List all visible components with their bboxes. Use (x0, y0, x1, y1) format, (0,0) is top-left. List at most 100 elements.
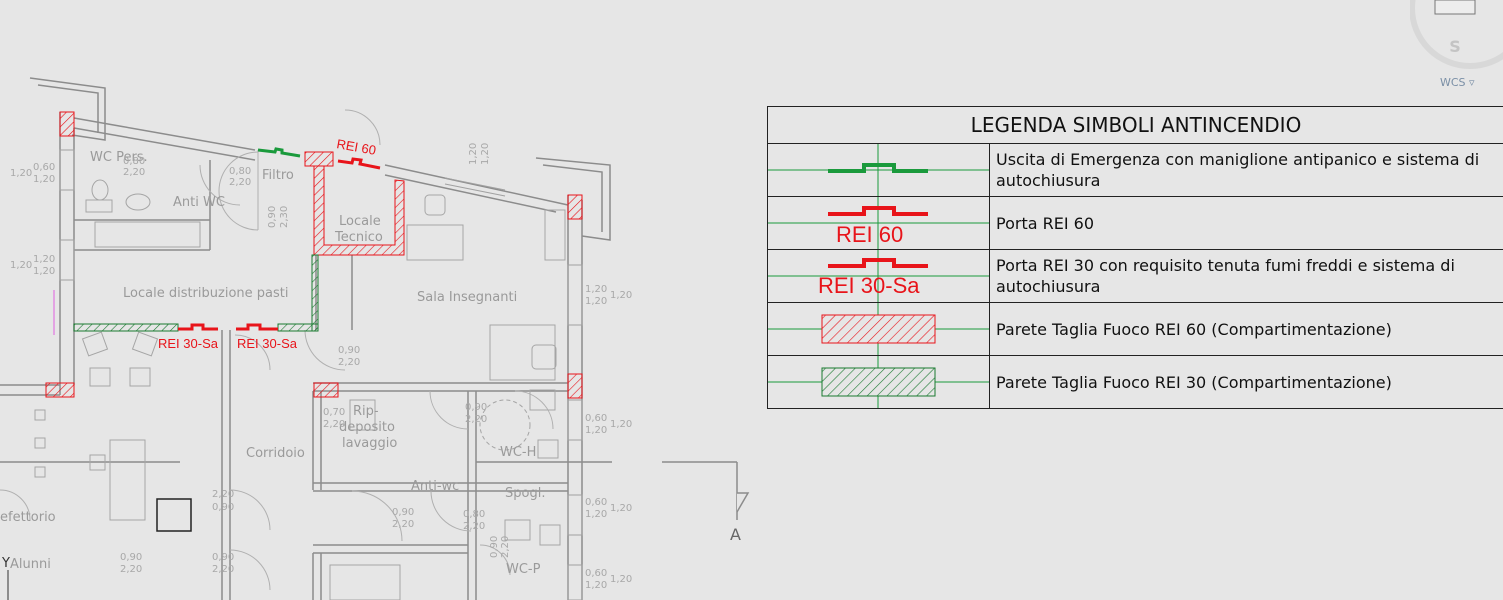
room-anti-wc-2: Anti-wc (411, 479, 459, 494)
svg-text:0,90: 0,90 (212, 502, 234, 513)
viewcube[interactable]: S (1409, 0, 1503, 100)
legend-label-rei30: REI 30-Sa (818, 273, 920, 298)
furniture (34, 179, 566, 600)
legend-desc-emergency-exit: Uscita di Emergenza con maniglione antip… (996, 150, 1480, 190)
plan-rei30-doors (178, 323, 278, 331)
svg-text:1,20: 1,20 (610, 290, 632, 301)
legend-symbol-emergency-exit (768, 144, 990, 196)
legend-label-rei60: REI 60 (836, 222, 903, 247)
svg-text:1,20: 1,20 (33, 266, 55, 277)
svg-text:2,20: 2,20 (212, 564, 234, 575)
legend-symbol-rei60-door: REI 60 (768, 197, 990, 249)
svg-text:1,20: 1,20 (468, 143, 479, 165)
room-locale-tecnico-1: Locale (339, 214, 381, 229)
svg-text:1,20: 1,20 (10, 260, 32, 271)
rei60-walls (45, 111, 583, 399)
room-sala-insegnanti: Sala Insegnanti (417, 290, 517, 305)
svg-text:2,20: 2,20 (123, 167, 145, 178)
legend-desc-rei60-wall: Parete Taglia Fuoco REI 60 (Compartiment… (996, 319, 1392, 339)
room-alunni: Alunni (10, 557, 51, 572)
svg-text:2,20: 2,20 (120, 564, 142, 575)
svg-text:1,20: 1,20 (33, 174, 55, 185)
selection-square[interactable] (156, 498, 192, 532)
svg-text:2,20: 2,20 (392, 519, 414, 530)
svg-text:0,90: 0,90 (489, 536, 500, 558)
svg-text:0,80: 0,80 (229, 166, 251, 177)
svg-text:0,60: 0,60 (33, 162, 55, 173)
room-wc-h: WC-H (500, 445, 536, 460)
legend-row-rei60-door: REI 60 Porta REI 60 (768, 197, 1503, 250)
room-spogl: Spogl. (505, 486, 545, 501)
svg-text:0,90: 0,90 (267, 206, 278, 228)
svg-text:0,90: 0,90 (212, 552, 234, 563)
dimension-labels: 0,80 2,20 0,80 2,20 0,60 1,20 1,20 1,20 … (10, 143, 632, 591)
svg-text:0,60: 0,60 (585, 413, 607, 424)
chevron-down-icon[interactable]: ▿ (1469, 76, 1475, 89)
legend-row-rei30-door: REI 30-Sa Porta REI 30 con requisito ten… (768, 250, 1503, 303)
wcs-label[interactable]: WCS (1440, 76, 1466, 89)
svg-text:2,20: 2,20 (463, 521, 485, 532)
plan-label-rei30-b: REI 30-Sa (237, 336, 298, 351)
legend-row-emergency-exit: Uscita di Emergenza con maniglione antip… (768, 144, 1503, 197)
svg-text:1,20: 1,20 (480, 143, 491, 165)
legend-row-rei60-wall: Parete Taglia Fuoco REI 60 (Compartiment… (768, 303, 1503, 356)
svg-text:1,20: 1,20 (10, 168, 32, 179)
legend-symbol-rei30-wall (768, 356, 990, 408)
room-rip-1: Rip- (353, 404, 379, 419)
svg-text:2,20: 2,20 (500, 536, 511, 558)
svg-text:2,20: 2,20 (323, 419, 345, 430)
svg-text:0,80: 0,80 (123, 156, 145, 167)
room-rip-2: deposito (339, 420, 395, 435)
room-wc-pers: WC Pers. (90, 150, 148, 165)
svg-text:2,20: 2,20 (465, 414, 487, 425)
svg-text:1,20: 1,20 (610, 503, 632, 514)
room-refettorio: efettorio (0, 510, 56, 525)
svg-text:0,70: 0,70 (323, 407, 345, 418)
ucs-y-axis: Y (1, 556, 10, 571)
svg-text:1,20: 1,20 (585, 425, 607, 436)
room-rip-3: lavaggio (342, 436, 397, 451)
viewcube-south-label[interactable]: S (1449, 37, 1461, 56)
svg-text:0,90: 0,90 (338, 345, 360, 356)
plan-emergency-exit (257, 147, 301, 158)
svg-text:1,20: 1,20 (585, 580, 607, 591)
room-filtro: Filtro (262, 168, 294, 183)
svg-text:0,60: 0,60 (585, 568, 607, 579)
legend-table: LEGENDA SIMBOLI ANTINCENDIO Uscita di Em… (767, 106, 1503, 409)
svg-text:2,30: 2,30 (279, 206, 290, 228)
room-anti-wc: Anti WC (173, 195, 225, 210)
svg-text:1,20: 1,20 (33, 254, 55, 265)
svg-text:0,90: 0,90 (392, 507, 414, 518)
legend-symbol-rei30-door: REI 30-Sa (768, 250, 990, 302)
svg-text:1,20: 1,20 (610, 574, 632, 585)
room-locale-tecnico-2: Tecnico (334, 230, 383, 245)
legend-symbol-rei60-wall (768, 303, 990, 355)
legend-desc-rei30-wall: Parete Taglia Fuoco REI 30 (Compartiment… (996, 372, 1392, 392)
svg-text:2,20: 2,20 (229, 177, 251, 188)
svg-text:1,20: 1,20 (610, 419, 632, 430)
svg-text:1,20: 1,20 (585, 509, 607, 520)
plan-label-rei30-a: REI 30-Sa (158, 336, 219, 351)
svg-text:2,20: 2,20 (212, 489, 234, 500)
room-wc-p: WC-P (506, 562, 541, 577)
plan-rei60-door (337, 157, 381, 170)
svg-text:2,20: 2,20 (338, 357, 360, 368)
svg-text:0,90: 0,90 (120, 552, 142, 563)
windows (59, 149, 583, 600)
svg-text:0,60: 0,60 (585, 497, 607, 508)
door-swings (0, 109, 554, 591)
legend-desc-rei60-door: Porta REI 60 (996, 213, 1094, 233)
svg-text:1,20: 1,20 (585, 284, 607, 295)
svg-text:0,80: 0,80 (463, 509, 485, 520)
plan-label-rei60: REI 60 (335, 136, 377, 158)
wcs-menu[interactable]: WCS ▿ (1440, 76, 1475, 89)
room-locale-distribuzione: Locale distribuzione pasti (123, 286, 288, 301)
legend-row-rei30-wall: Parete Taglia Fuoco REI 30 (Compartiment… (768, 356, 1503, 408)
legend-desc-rei30-door: Porta REI 30 con requisito tenuta fumi f… (996, 256, 1455, 296)
room-corridoio: Corridoio (246, 446, 305, 461)
section-marker-a: A (730, 525, 741, 544)
legend-title: LEGENDA SIMBOLI ANTINCENDIO (768, 107, 1503, 144)
svg-text:1,20: 1,20 (585, 296, 607, 307)
svg-text:0,90: 0,90 (465, 402, 487, 413)
